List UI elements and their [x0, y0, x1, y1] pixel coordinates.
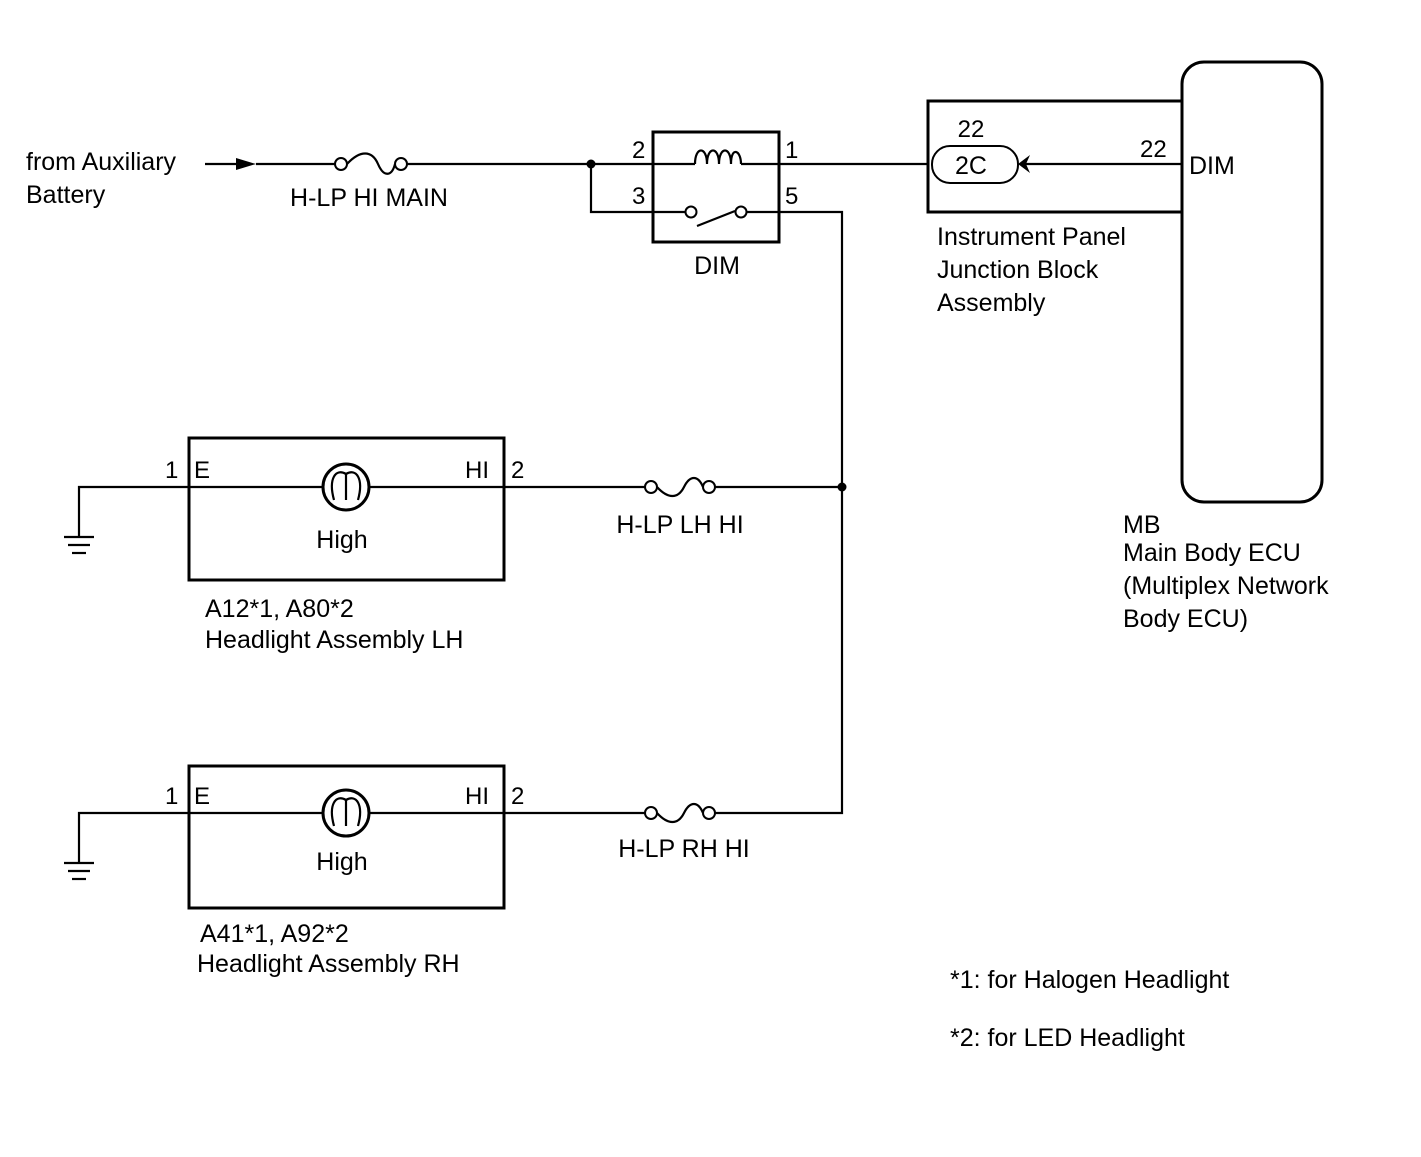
fuse-rh-icon	[656, 802, 705, 824]
headlight-lh-term-right: HI	[465, 457, 489, 484]
wire-rh-ground	[77, 811, 189, 863]
fuse-main-label: H-LP HI MAIN	[290, 184, 448, 212]
ground-rh-icon	[64, 861, 94, 881]
source-label-line1: from Auxiliary	[26, 148, 177, 176]
dim-pin-3: 3	[632, 183, 645, 210]
dim-pin-1: 1	[785, 137, 798, 164]
ecu-name-line2: (Multiplex Network	[1123, 572, 1329, 600]
fuse-rh-terminal-right	[702, 806, 716, 820]
junction-pin-22: 22	[958, 116, 985, 143]
headlight-lh-code: A12*1, A80*2	[205, 595, 354, 623]
relay-coil-icon	[693, 149, 743, 165]
ecu-code: MB	[1123, 511, 1161, 539]
junction-block: 2C 22 Instrument Panel Junction Block As…	[926, 99, 1186, 317]
dim-relay: 2 3 1 5 DIM	[632, 130, 798, 280]
fuse-lh-icon	[656, 476, 705, 498]
ground-lh-icon	[64, 535, 94, 555]
ecu-terminal-dim: DIM	[1189, 152, 1235, 180]
fuse-rh-label: H-LP RH HI	[618, 835, 750, 863]
ecu-box	[1180, 60, 1324, 504]
note-halogen: *1: for Halogen Headlight	[950, 966, 1229, 994]
headlight-lh-pin-right: 2	[511, 457, 524, 484]
ecu-name-line3: Body ECU)	[1123, 605, 1248, 633]
junction-block-name-line2: Junction Block	[937, 256, 1099, 284]
note-led: *2: for LED Headlight	[950, 1024, 1185, 1052]
fuse-main-terminal-right	[394, 157, 408, 171]
dim-pin-2: 2	[632, 137, 645, 164]
connector-2c	[931, 145, 1019, 184]
headlight-rh-code: A41*1, A92*2	[200, 920, 349, 948]
ecu-name-line1: Main Body ECU	[1123, 539, 1301, 567]
junction-block-name-line1: Instrument Panel	[937, 223, 1126, 251]
fuse-main-icon	[346, 152, 397, 175]
battery-source: from Auxiliary Battery	[26, 148, 256, 209]
headlight-rh-term-right: HI	[465, 783, 489, 810]
headlight-lh: H-LP LH HI High 1 E HI 2 A12*1, A80*2 He…	[64, 436, 842, 654]
connector-arrow-icon	[1018, 155, 1030, 173]
headlight-rh: H-LP RH HI High 1 E HI 2 A41*1, A92*2 He…	[64, 764, 750, 978]
fuse-lh-terminal-right	[702, 480, 716, 494]
dim-relay-label: DIM	[694, 252, 740, 280]
relay-switch-icon	[696, 209, 736, 228]
fuse-lh-terminal-left	[644, 480, 658, 494]
bulb-lh-label: High	[316, 526, 367, 554]
relay-contact-left	[684, 205, 698, 219]
headlight-rh-pin-left: 1	[165, 783, 178, 810]
dim-pin-5: 5	[785, 183, 798, 210]
dim-relay-box	[651, 130, 781, 244]
junction-block-name-line3: Assembly	[937, 289, 1046, 317]
headlight-lh-term-left: E	[194, 457, 210, 484]
relay-contact-right	[734, 205, 748, 219]
fuse-main-terminal-left	[334, 157, 348, 171]
headlight-lh-pin-left: 1	[165, 457, 178, 484]
fuse-rh-terminal-left	[644, 806, 658, 820]
wire-to-dim-pin3	[589, 164, 653, 214]
connector-2c-label: 2C	[955, 152, 987, 180]
headlight-rh-name: Headlight Assembly RH	[197, 950, 460, 978]
main-body-ecu: 22 DIM MB Main Body ECU (Multiplex Netwo…	[1123, 60, 1329, 633]
fuse-lh-label: H-LP LH HI	[616, 511, 743, 539]
source-arrow-icon	[236, 158, 256, 170]
wire-lh-ground	[77, 485, 189, 537]
headlight-lh-name: Headlight Assembly LH	[205, 626, 463, 654]
source-label-line2: Battery	[26, 181, 106, 209]
ecu-pin-22: 22	[1140, 136, 1167, 163]
headlight-rh-term-left: E	[194, 783, 210, 810]
wire-dim-pin5-feed	[715, 210, 844, 815]
headlight-rh-pin-right: 2	[511, 783, 524, 810]
main-fuse: H-LP HI MAIN	[256, 152, 653, 214]
bulb-rh-label: High	[316, 848, 367, 876]
